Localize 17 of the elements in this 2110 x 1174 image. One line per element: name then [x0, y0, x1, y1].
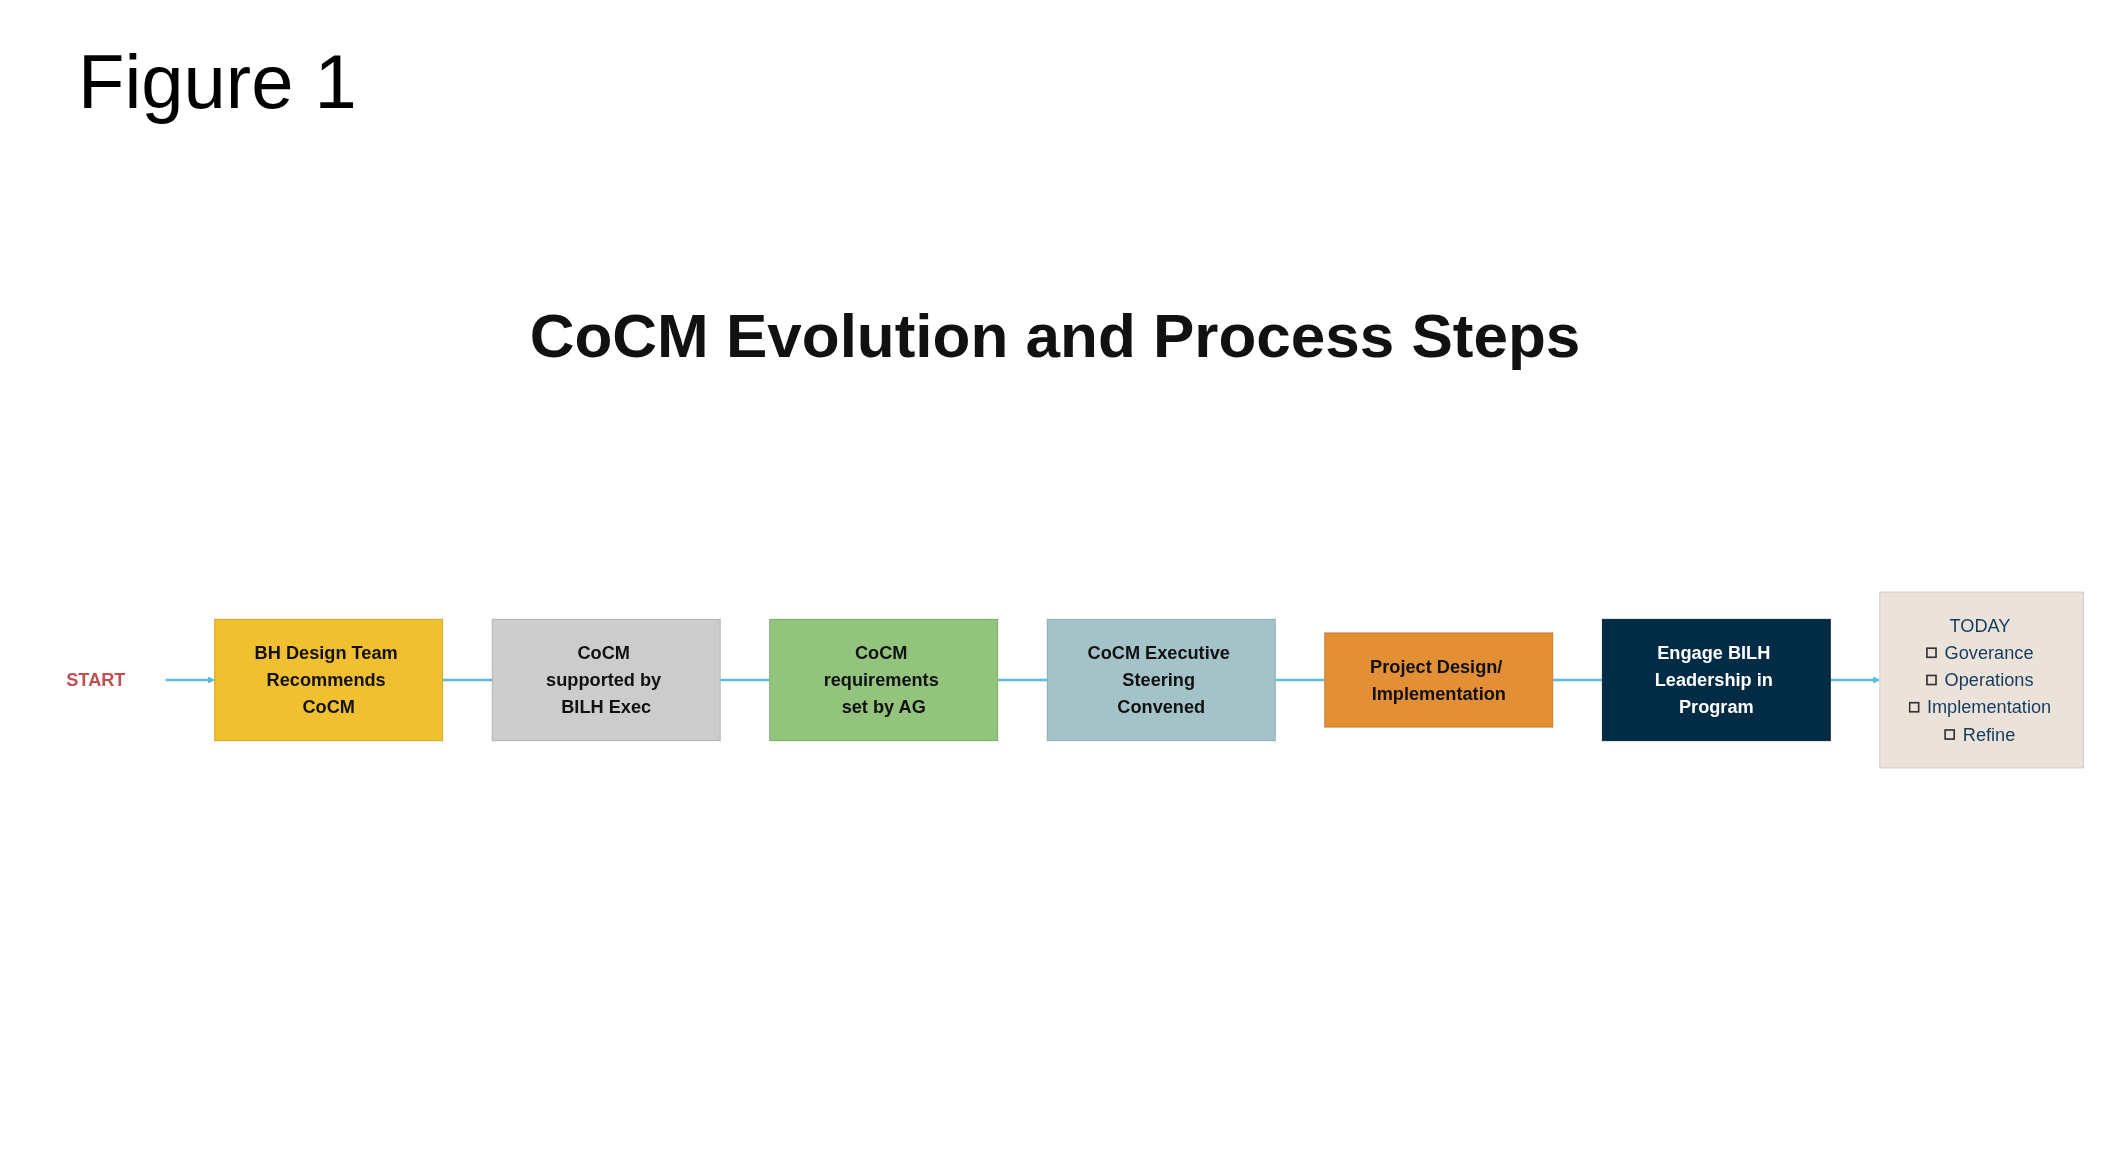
- connector: [1275, 678, 1325, 682]
- arrow: [1830, 676, 1881, 684]
- arrow: [165, 676, 215, 684]
- connector: [997, 678, 1048, 682]
- diagram-heading: CoCM Evolution and Process Steps: [529, 300, 1581, 372]
- node-box: TODAY Goverance Operations Implementation Refine: [1879, 591, 2084, 769]
- node-box: CoCM Executive Steering Convened: [1046, 618, 1276, 742]
- node-text: START: [66, 669, 126, 691]
- node-box: CoCM requirements set by AG: [769, 618, 999, 742]
- node-box: Project Design/ Implementation: [1324, 632, 1554, 728]
- node-box: BH Design Team Recommends CoCM: [214, 618, 444, 742]
- figure-title: Figure 1: [78, 40, 357, 124]
- connector: [442, 678, 493, 682]
- connector: [720, 678, 770, 682]
- node-box: CoCM supported by BILH Exec: [491, 618, 721, 742]
- connector: [1552, 678, 1603, 682]
- node-box: Engage BILH Leadership in Program: [1601, 618, 1831, 742]
